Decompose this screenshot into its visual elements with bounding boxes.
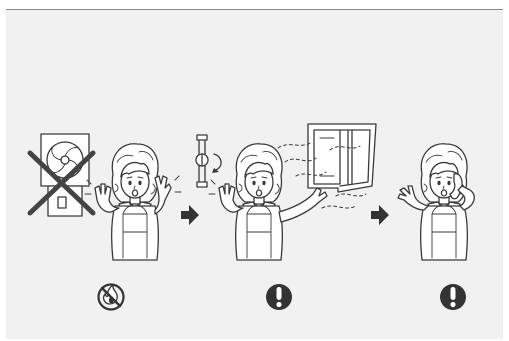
no-fire-icon <box>99 285 124 310</box>
arrow-right-icon <box>181 205 199 225</box>
gas-valve-icon <box>196 135 221 187</box>
exclamation-icon <box>440 284 466 310</box>
step-2-scene <box>196 124 376 260</box>
woman-on-phone <box>398 144 474 260</box>
step-1-scene <box>30 134 181 260</box>
step-3-scene <box>398 144 474 260</box>
woman-startled <box>85 144 181 260</box>
exclamation-icon <box>266 284 292 310</box>
arrow-right-icon <box>371 205 389 225</box>
open-window-icon <box>308 124 376 192</box>
